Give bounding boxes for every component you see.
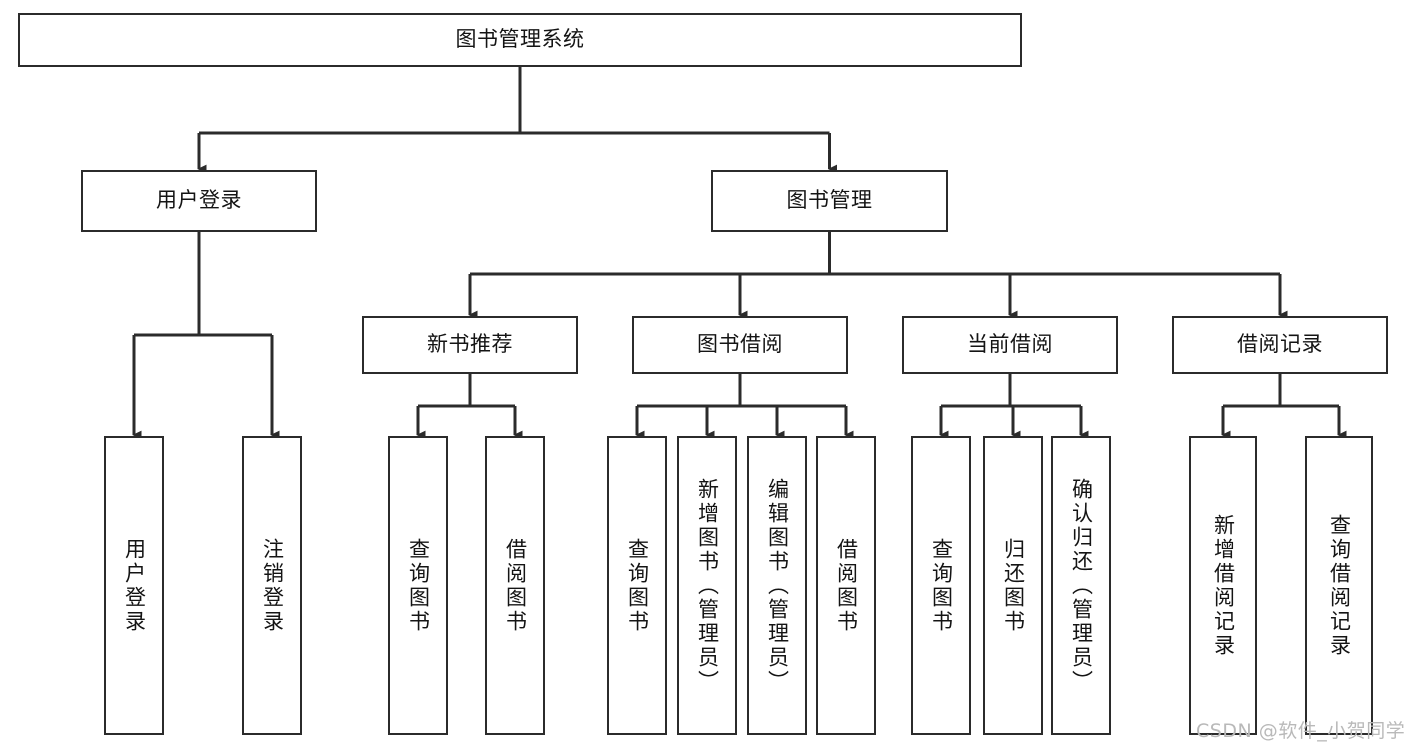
node-label: 编辑图书（管理员）	[765, 477, 790, 694]
node-root[interactable]: 图书管理系统	[18, 13, 1022, 67]
node-l-q3[interactable]: 查询图书	[911, 436, 971, 735]
node-label: 用户登录	[122, 537, 147, 634]
node-label: 图书管理	[786, 188, 873, 213]
node-l-q1[interactable]: 查询图书	[388, 436, 448, 735]
node-l-edit[interactable]: 编辑图书（管理员）	[747, 436, 807, 735]
node-current[interactable]: 当前借阅	[902, 316, 1118, 374]
node-label: 当前借阅	[967, 332, 1053, 357]
node-label: 用户登录	[156, 188, 242, 213]
node-l-b1[interactable]: 借阅图书	[485, 436, 545, 735]
csdn-watermark: CSDN @软件_小贺同学	[1196, 720, 1405, 742]
node-newbook[interactable]: 新书推荐	[362, 316, 578, 374]
node-borrow[interactable]: 图书借阅	[632, 316, 848, 374]
node-l-confirm[interactable]: 确认归还（管理员）	[1051, 436, 1111, 735]
node-label: 查询图书	[406, 537, 431, 634]
node-l-b2[interactable]: 借阅图书	[816, 436, 876, 735]
node-label: 借阅记录	[1237, 332, 1323, 357]
node-label: 图书借阅	[697, 332, 783, 357]
node-records[interactable]: 借阅记录	[1172, 316, 1388, 374]
node-label: 查询借阅记录	[1327, 513, 1352, 658]
node-label: 借阅图书	[503, 537, 528, 634]
node-label: 图书管理系统	[455, 27, 585, 52]
node-label: 新增图书（管理员）	[695, 477, 720, 694]
node-label: 新书推荐	[427, 332, 513, 357]
node-bookmgmt[interactable]: 图书管理	[711, 170, 948, 232]
node-l-login[interactable]: 用户登录	[104, 436, 164, 735]
node-label: 注销登录	[260, 537, 285, 634]
node-label: 确认归还（管理员）	[1069, 477, 1094, 694]
edge-paths	[132, 67, 1347, 440]
node-l-return[interactable]: 归还图书	[983, 436, 1043, 735]
node-login[interactable]: 用户登录	[81, 170, 317, 232]
node-label: 查询图书	[625, 537, 650, 634]
node-l-qrec[interactable]: 查询借阅记录	[1305, 436, 1373, 735]
node-l-logout[interactable]: 注销登录	[242, 436, 302, 735]
node-label: 归还图书	[1001, 537, 1026, 634]
node-label: 查询图书	[929, 537, 954, 634]
node-l-add[interactable]: 新增图书（管理员）	[677, 436, 737, 735]
node-label: 借阅图书	[834, 537, 859, 634]
node-label: 新增借阅记录	[1211, 513, 1236, 658]
node-l-q2[interactable]: 查询图书	[607, 436, 667, 735]
node-l-addrec[interactable]: 新增借阅记录	[1189, 436, 1257, 735]
